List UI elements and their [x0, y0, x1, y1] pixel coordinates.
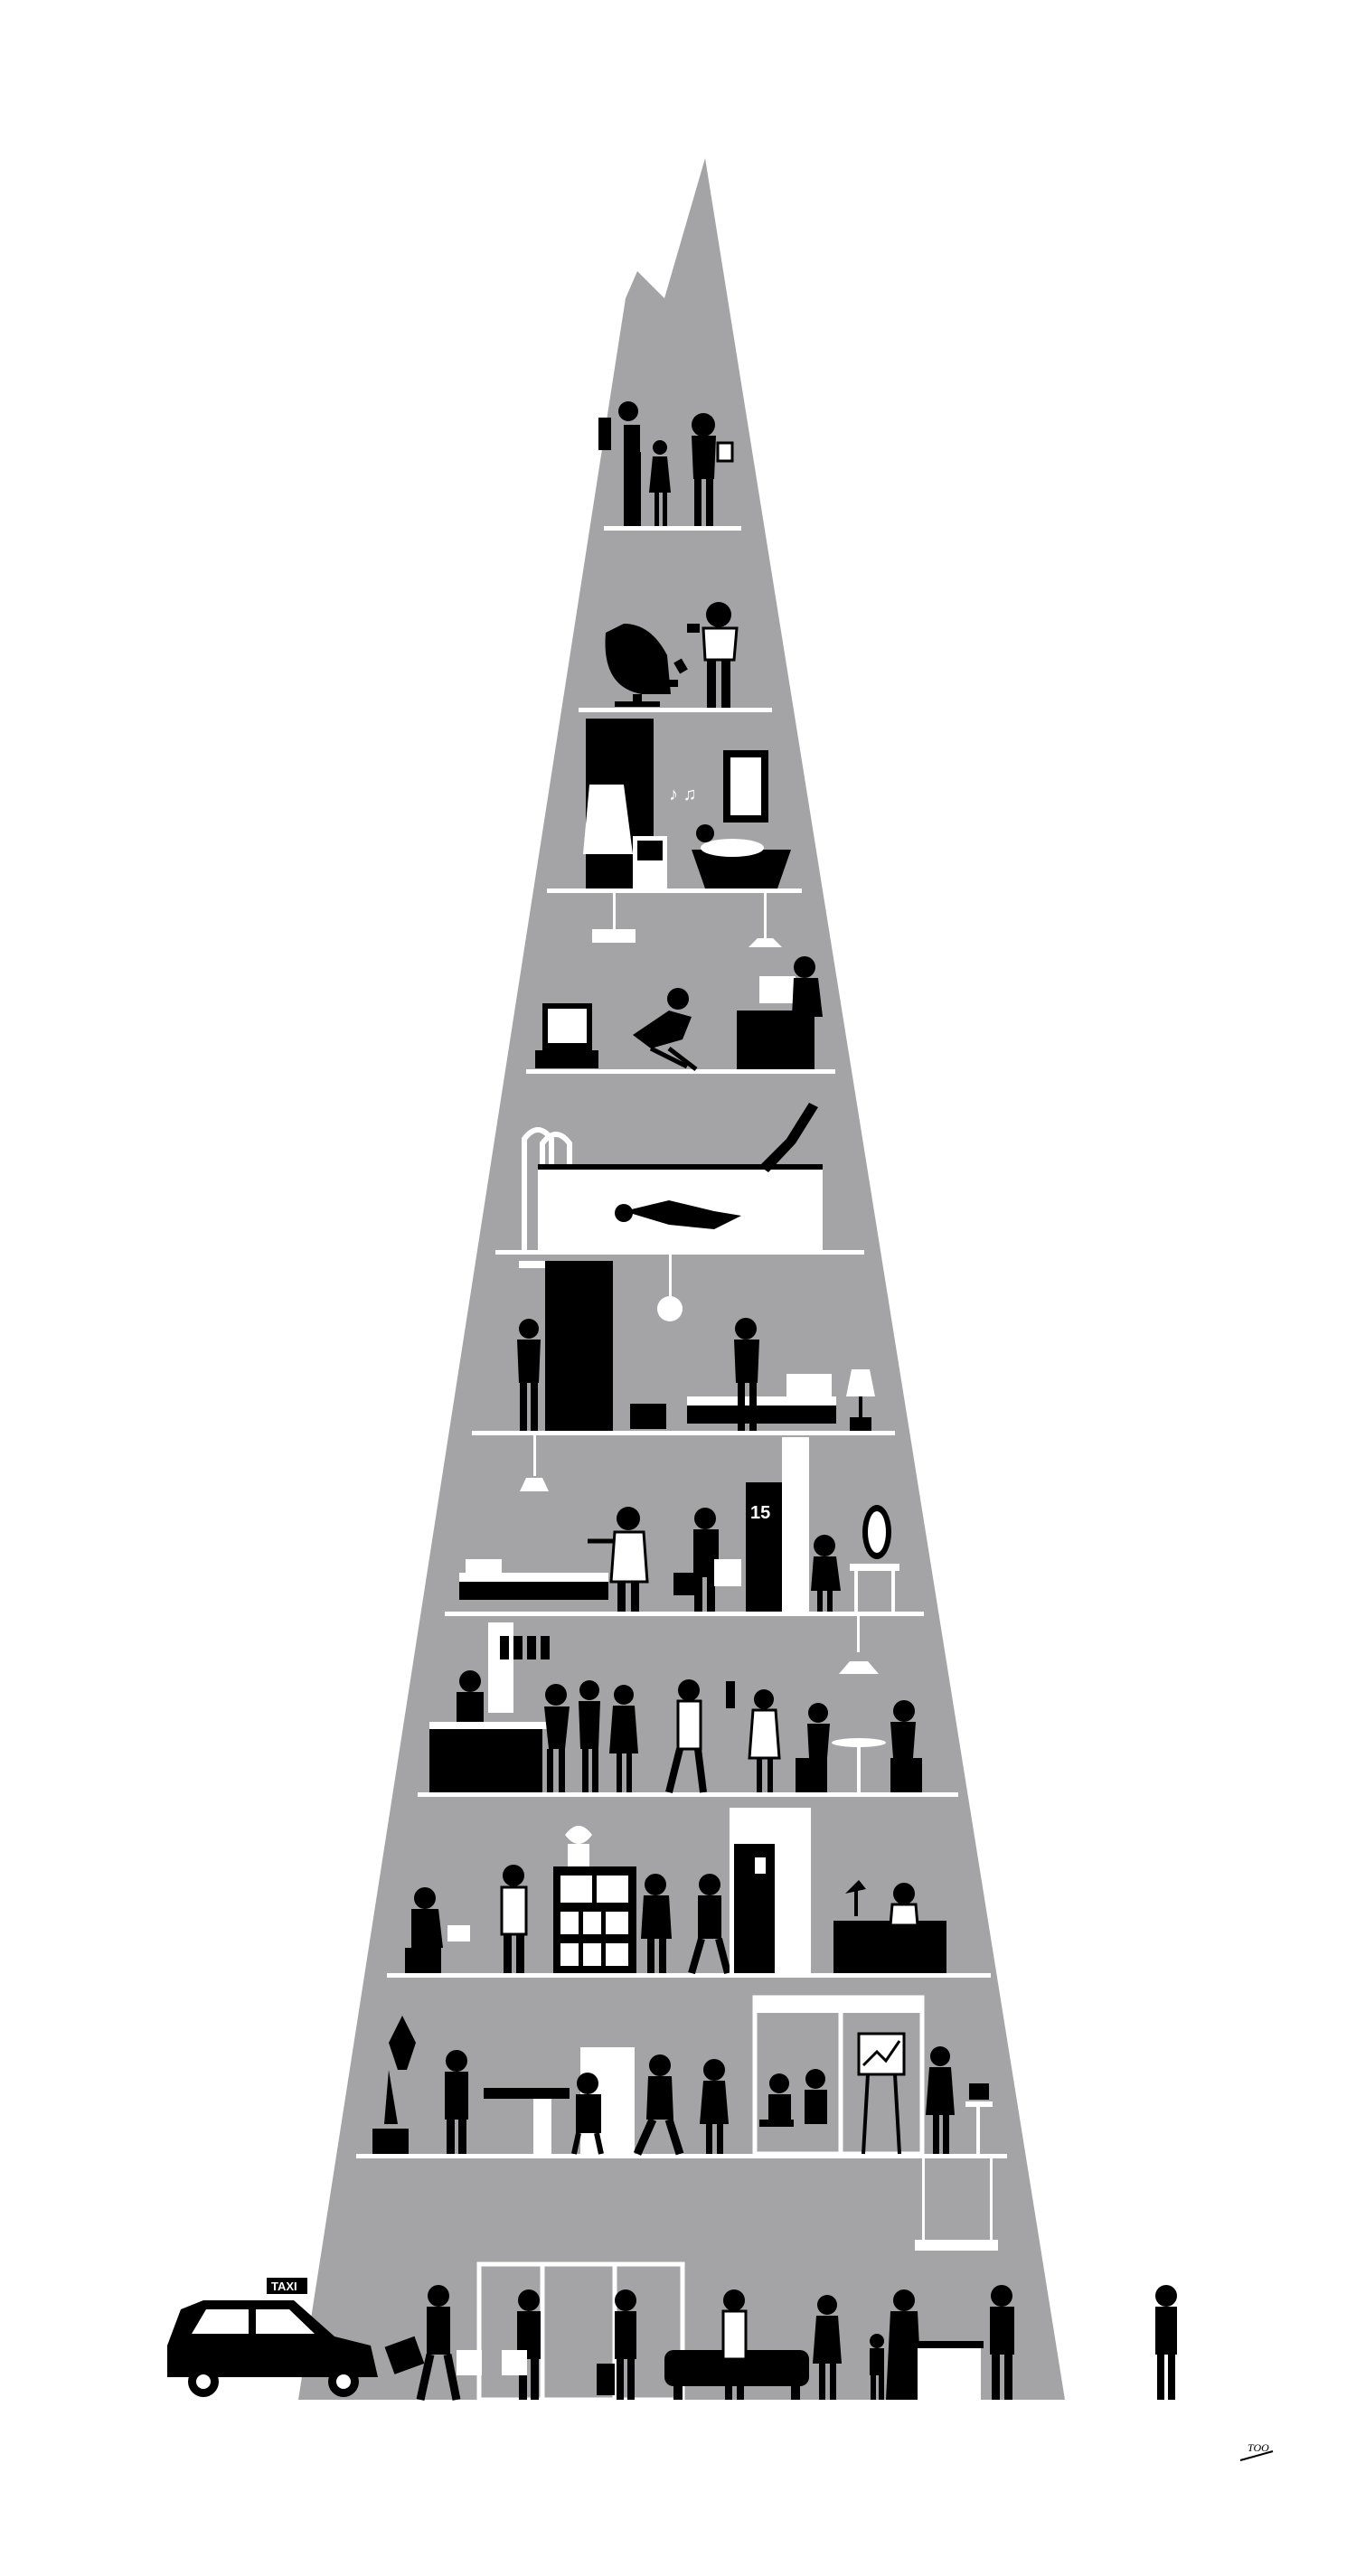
lamp-icon	[846, 1369, 875, 1431]
floor-hotel-room: 15	[459, 1435, 899, 1612]
kitchen-counter	[737, 1011, 809, 1069]
person-icon	[588, 1507, 649, 1612]
person-icon	[502, 2289, 541, 2400]
person-icon	[571, 2073, 604, 2155]
hanging-lamps	[592, 893, 782, 947]
floor-restaurant	[429, 1616, 922, 1793]
floor-suite	[517, 1255, 875, 1431]
room-door	[746, 1482, 782, 1612]
taxi-sign: TAXI	[271, 2280, 297, 2293]
person-icon	[688, 1874, 731, 1975]
bed	[459, 1559, 608, 1600]
floor-viewing-deck	[598, 401, 734, 526]
person-icon	[457, 1670, 484, 1722]
wine-bottle-icon	[500, 1636, 550, 1659]
person-icon	[597, 2289, 636, 2400]
floor-lines	[356, 526, 1007, 2158]
person-icon	[805, 2069, 827, 2124]
person-icon	[633, 2054, 684, 2156]
easel-chart-icon	[857, 2032, 906, 2155]
person-icon	[700, 2059, 729, 2154]
waiter	[665, 1679, 707, 1793]
person-icon	[926, 2046, 955, 2154]
reception-desk	[915, 2341, 984, 2400]
floor-lobby	[384, 2261, 1014, 2402]
standing-desk	[965, 2101, 993, 2154]
person-icon	[692, 413, 734, 526]
floor-lounge	[605, 602, 739, 708]
bar-counter	[429, 1726, 542, 1792]
person-icon	[721, 2289, 748, 2400]
person-icon	[598, 401, 641, 526]
person-icon	[667, 602, 739, 708]
person-icon	[759, 2073, 794, 2127]
wine-bottle-icon	[726, 1681, 735, 1708]
meeting-room	[752, 1995, 925, 2157]
person-icon	[633, 988, 698, 1071]
person-icon	[405, 1887, 443, 1973]
person-icon	[1155, 2285, 1177, 2400]
pool-ladder-icon	[522, 1127, 572, 1250]
egg-chair-icon	[605, 624, 671, 707]
person-icon	[641, 1874, 672, 1973]
swimmer	[615, 1200, 741, 1229]
tv-icon	[535, 1003, 598, 1068]
plant-icon	[565, 1826, 592, 1866]
person-icon	[517, 1319, 541, 1431]
lamp-icon	[845, 1880, 866, 1916]
person-icon	[792, 956, 823, 1069]
bathtub-icon	[692, 824, 791, 888]
vanity-mirror	[850, 1505, 899, 1612]
floor-pool	[522, 1103, 823, 1250]
person-icon	[734, 1318, 759, 1431]
suitcase	[630, 1404, 666, 1429]
bed	[687, 1374, 836, 1424]
person-icon	[649, 440, 671, 526]
person-icon	[796, 1703, 830, 1792]
tower-silhouette	[298, 158, 1065, 2400]
person-icon	[890, 1700, 922, 1792]
office-door	[734, 1844, 775, 1973]
person-icon	[445, 2050, 468, 2154]
person-icon	[673, 1508, 741, 1612]
person-icon	[384, 2285, 482, 2401]
person-icon	[579, 1680, 600, 1792]
signature: TOO	[1239, 2441, 1274, 2461]
hanging-sign	[915, 2158, 998, 2251]
person-icon	[990, 2285, 1014, 2400]
floor-bathroom: ♪ ♫	[583, 719, 791, 888]
person-icon	[870, 2289, 922, 2400]
room-number: 15	[750, 1503, 770, 1523]
person-icon	[609, 1685, 638, 1792]
floor-living	[535, 956, 823, 1071]
svg-text:TOO: TOO	[1248, 2441, 1269, 2454]
person-icon	[500, 1865, 528, 1973]
person-icon	[813, 2295, 842, 2400]
person-icon	[748, 1689, 781, 1792]
person-icon	[811, 1535, 841, 1612]
person-icon	[889, 1883, 919, 1927]
plant-icon	[372, 2016, 416, 2154]
taxi-icon: TAXI	[167, 2278, 378, 2397]
dining-table	[832, 1738, 886, 1792]
floor-office	[405, 1808, 946, 1975]
mirror	[723, 750, 768, 823]
bathrobe	[583, 785, 633, 854]
floor-meeting	[372, 1995, 993, 2157]
music-notes: ♪ ♫	[669, 785, 697, 804]
desk	[484, 2088, 570, 2154]
diver	[759, 1103, 818, 1172]
person-icon	[544, 1684, 570, 1792]
